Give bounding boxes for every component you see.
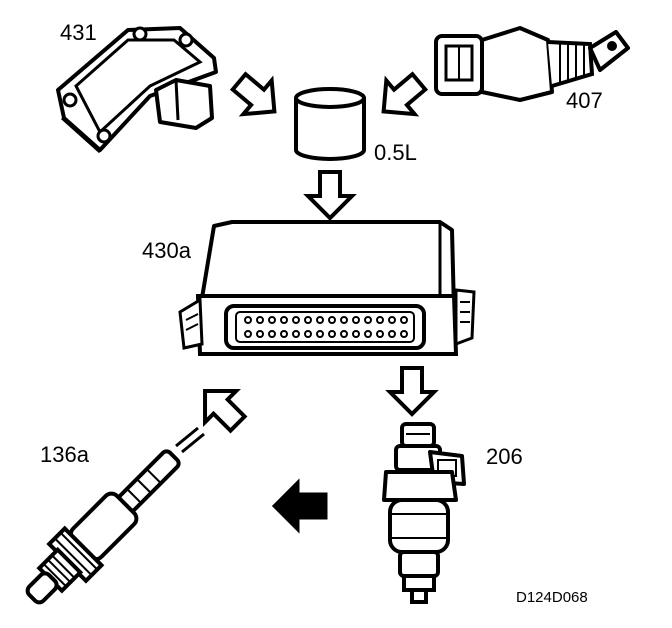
label-430a: 430a xyxy=(142,238,192,263)
ecu-connector-pins xyxy=(244,316,408,338)
label-206: 206 xyxy=(486,444,523,469)
displacement-cylinder xyxy=(294,87,366,161)
temperature-sensor-407 xyxy=(434,26,630,102)
fuel-injector-206 xyxy=(382,422,466,604)
map-sensor-431 xyxy=(56,26,218,154)
label-407: 407 xyxy=(566,88,603,113)
arrow-cylinder-to-ecu-icon xyxy=(306,170,354,220)
label-volume: 0.5L xyxy=(374,140,417,165)
arrow-ecu-to-injector-icon xyxy=(388,366,436,416)
label-136a: 136a xyxy=(40,442,90,467)
arrow-map-to-ecu-icon xyxy=(223,63,291,131)
label-431: 431 xyxy=(60,20,97,45)
ecu-430a xyxy=(178,220,476,356)
arrow-o2-to-ecu-icon xyxy=(189,375,253,439)
arrow-filled-left-icon xyxy=(271,478,328,534)
figure-reference: D124D068 xyxy=(516,589,588,606)
arrow-temp-to-ecu-icon xyxy=(367,63,435,131)
oxygen-sensor-136a xyxy=(25,426,205,605)
